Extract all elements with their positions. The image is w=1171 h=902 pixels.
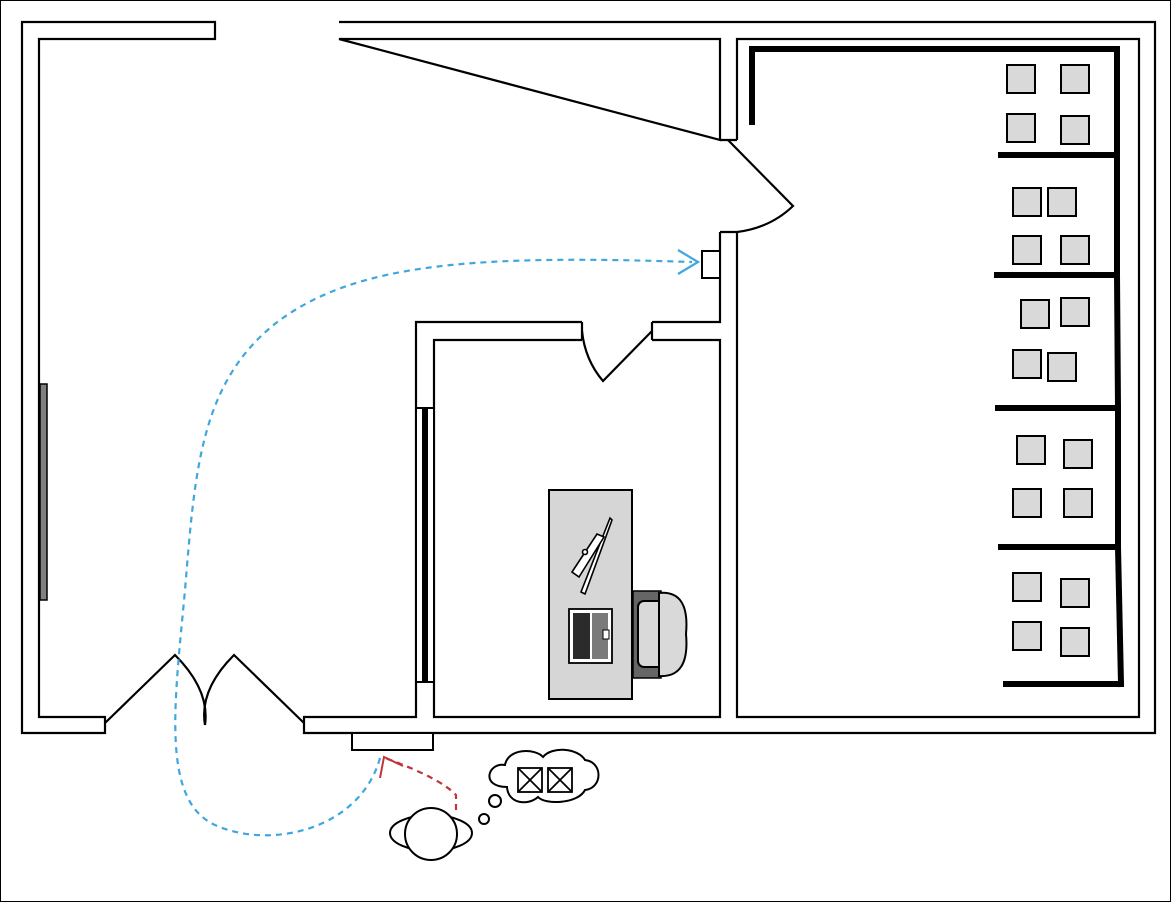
- workstation-seat: [1060, 115, 1090, 145]
- workstation-partitions: [749, 46, 1125, 688]
- office-chair-icon: [632, 590, 688, 679]
- path-red: [379, 755, 458, 810]
- workroom-door: [727, 139, 795, 234]
- workstation-seat: [1060, 64, 1090, 94]
- office-window: [415, 407, 435, 683]
- card-reader-icon: [351, 732, 434, 751]
- window-left: [39, 383, 48, 601]
- checkbox-x-icon: [517, 767, 573, 793]
- workstation-seat: [1012, 621, 1042, 651]
- workstation-seat: [1016, 435, 1046, 465]
- wall-switch-icon: [701, 250, 721, 279]
- office-door: [580, 330, 653, 383]
- thought-bubble-icon: [478, 748, 600, 825]
- workstation-seat: [1060, 297, 1090, 327]
- workstation-seat: [1012, 235, 1042, 265]
- workstation-seat: [1012, 349, 1042, 379]
- workstation-seat: [1012, 488, 1042, 518]
- person-icon: [389, 807, 473, 861]
- workstation-seat: [1020, 299, 1050, 329]
- monitor-icon: [570, 516, 613, 596]
- workstation-seat: [1012, 187, 1042, 217]
- workstation-seats: [1006, 64, 1093, 657]
- wall-top-left: [20, 20, 217, 735]
- workstation-seat: [1060, 235, 1090, 265]
- workstation-seat: [1012, 572, 1042, 602]
- workstation-seat: [1063, 439, 1093, 469]
- laptop-icon: [568, 608, 613, 664]
- workstation-seat: [1060, 578, 1090, 608]
- office-desk: [548, 489, 633, 700]
- workstation-seat: [1006, 64, 1036, 94]
- wall-top-right: [302, 20, 1157, 735]
- workstation-seat: [1006, 113, 1036, 143]
- workstation-seat: [1060, 627, 1090, 657]
- main-double-door: [104, 653, 305, 726]
- wall-right-room: [735, 37, 1141, 719]
- workstation-seat: [1063, 488, 1093, 518]
- workstation-seat: [1047, 187, 1077, 217]
- workstation-seat: [1047, 352, 1077, 382]
- path-blue: [174, 249, 701, 837]
